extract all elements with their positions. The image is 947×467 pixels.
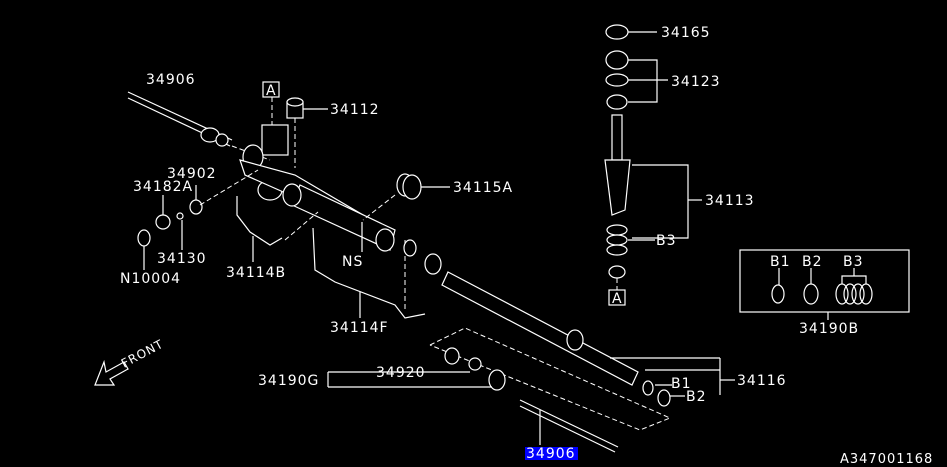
label-34112[interactable]: 34112 xyxy=(330,102,380,118)
label-34906-top[interactable]: 34906 xyxy=(146,72,196,88)
gear-housing[interactable] xyxy=(239,97,396,252)
tie-rod-top[interactable] xyxy=(127,91,271,161)
drawing-code: A347001168 xyxy=(840,452,933,467)
bushing-34115A[interactable] xyxy=(362,173,450,221)
label-34116[interactable]: 34116 xyxy=(737,373,787,389)
rack-34116[interactable] xyxy=(403,239,735,407)
label-34182A[interactable]: 34182A xyxy=(133,179,193,195)
label-n10004[interactable]: N10004 xyxy=(120,271,181,287)
label-front: FRONT xyxy=(119,337,166,371)
label-34165[interactable]: 34165 xyxy=(661,25,711,41)
label-b3: B3 xyxy=(843,254,864,270)
label-34130[interactable]: 34130 xyxy=(157,251,207,267)
front-arrow-icon xyxy=(94,359,129,386)
label-b1: B1 xyxy=(770,254,791,270)
pipe-34114B[interactable] xyxy=(236,196,319,262)
label-34123[interactable]: 34123 xyxy=(671,74,721,90)
small-parts-left[interactable] xyxy=(137,169,259,270)
highlight-34906 xyxy=(525,447,578,460)
label-34906-bottom[interactable]: 34906 xyxy=(526,446,576,462)
kit-34190B[interactable] xyxy=(739,249,910,320)
label-34902[interactable]: 34902 xyxy=(167,166,217,182)
bushing-34112[interactable] xyxy=(286,97,328,168)
label-34113[interactable]: 34113 xyxy=(705,193,755,209)
label-b3-left: B3 xyxy=(656,233,677,249)
label-34190G[interactable]: 34190G xyxy=(258,373,319,389)
label-34114B[interactable]: 34114B xyxy=(226,265,286,281)
lower-parts[interactable] xyxy=(327,327,672,453)
ref-a-right: A xyxy=(612,291,623,307)
label-b2: B2 xyxy=(802,254,823,270)
label-34190B[interactable]: 34190B xyxy=(799,321,859,337)
label-34114F[interactable]: 34114F xyxy=(330,320,389,336)
ref-box-a-top xyxy=(262,81,280,98)
label-ns: NS xyxy=(342,254,363,270)
label-34115A[interactable]: 34115A xyxy=(453,180,513,196)
label-34920[interactable]: 34920 xyxy=(376,365,426,381)
ref-box-a-right xyxy=(608,289,626,306)
label-b1-bottom: B1 xyxy=(671,376,692,392)
ref-a-top: A xyxy=(266,83,277,99)
pinion-assembly[interactable] xyxy=(604,24,702,290)
label-b2-bottom: B2 xyxy=(686,389,707,405)
